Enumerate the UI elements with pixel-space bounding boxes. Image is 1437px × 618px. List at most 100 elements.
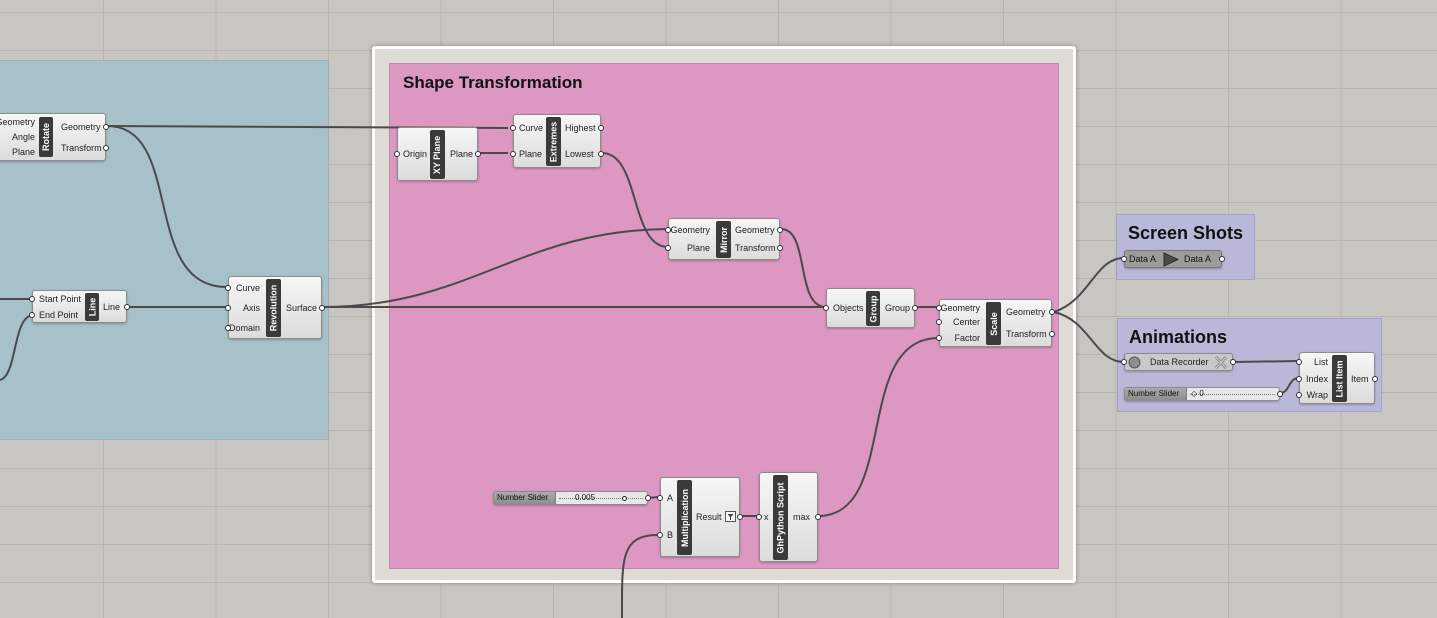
slider-knob[interactable] <box>622 496 628 501</box>
clear-x-icon[interactable] <box>1214 355 1228 370</box>
revolution-input-axis-port[interactable] <box>225 305 231 311</box>
mirror-output-transform-port[interactable] <box>777 245 783 251</box>
xy-plane-component[interactable]: Origin XY Plane Plane <box>394 127 481 181</box>
extremes-output-highest: Highest <box>565 123 596 133</box>
mirror-input-plane: Plane <box>686 243 710 253</box>
ghpython-output-port[interactable] <box>815 514 821 520</box>
data-dam-component[interactable]: Data A Data A <box>1121 250 1225 268</box>
extremes-input-plane-port[interactable] <box>510 151 516 157</box>
rotate-name: Rotate <box>39 117 53 157</box>
revolution-input-domain: Domain <box>228 323 260 333</box>
scale-input-center-port[interactable] <box>936 319 942 325</box>
xy-plane-name: XY Plane <box>430 130 445 179</box>
data-recorder-label: Data Recorder <box>1150 357 1209 367</box>
group-name: Group <box>866 291 880 326</box>
ghpython-name: GhPython Script <box>773 475 788 560</box>
slider-index-track[interactable] <box>1190 394 1275 396</box>
slider-index-output-port[interactable] <box>1277 391 1283 397</box>
extremes-input-curve: Curve <box>519 123 544 133</box>
group-title-shape-transformation: Shape Transformation <box>403 73 583 92</box>
group-screen-shots[interactable]: Screen Shots <box>1116 214 1255 280</box>
slider-track[interactable] <box>559 498 643 500</box>
revolution-input-axis: Axis <box>242 303 260 313</box>
data-recorder-input-port[interactable] <box>1121 359 1127 365</box>
data-recorder-output-port[interactable] <box>1230 359 1236 365</box>
rotate-component[interactable]: Geometry Angle Plane Rotate Geometry Tra… <box>0 113 109 161</box>
list-item-input-wrap-port[interactable] <box>1296 392 1302 398</box>
list-item-input-index-port[interactable] <box>1296 376 1302 382</box>
data-dam-input-port[interactable] <box>1121 256 1127 262</box>
xy-plane-input-origin-port[interactable] <box>394 151 400 157</box>
record-circle-icon[interactable] <box>1128 356 1141 369</box>
data-dam-output-port[interactable] <box>1219 256 1225 262</box>
line-component[interactable]: Start Point End Point Line Line <box>29 290 130 323</box>
mirror-input-geometry: Geometry <box>670 225 710 235</box>
list-item-input-index: Index <box>1305 374 1328 384</box>
multiplication-component[interactable]: A B Multiplication Result <box>657 477 743 557</box>
mirror-name: Mirror <box>716 221 731 258</box>
rotate-output-transform: Transform <box>61 143 102 153</box>
rotate-input-geometry: Geometry <box>0 117 35 127</box>
xy-plane-output-port[interactable] <box>475 151 481 157</box>
line-input-start-point: Start Point <box>39 294 82 304</box>
group-title-animations: Animations <box>1129 327 1228 347</box>
multiplication-input-a: A <box>667 493 674 503</box>
group-output-port[interactable] <box>912 305 918 311</box>
list-item-input-list-port[interactable] <box>1296 359 1302 365</box>
extremes-component[interactable]: Curve Plane Extremes Highest Lowest <box>510 114 604 168</box>
list-item-name: List Item <box>1332 355 1347 402</box>
extremes-name: Extremes <box>546 117 561 166</box>
rotate-output-transform-port[interactable] <box>103 145 109 151</box>
rotate-input-plane: Plane <box>11 147 35 157</box>
scale-output-geometry-port[interactable] <box>1049 309 1055 315</box>
scale-input-geometry-port[interactable] <box>936 305 942 311</box>
scale-input-factor-port[interactable] <box>936 335 942 341</box>
multiplication-output-port[interactable] <box>737 514 743 520</box>
mirror-input-plane-port[interactable] <box>665 245 671 251</box>
number-slider-index[interactable]: Number Slider ◇ 0 <box>1124 387 1283 401</box>
mirror-output-geometry-port[interactable] <box>777 227 783 233</box>
data-dam-output: Data A <box>1184 254 1212 264</box>
play-triangle-icon[interactable] <box>1162 252 1180 267</box>
list-item-output-item: Item <box>1351 374 1369 384</box>
list-item-component[interactable]: List Index Wrap List Item Item <box>1296 352 1378 404</box>
revolution-input-curve: Curve <box>235 283 260 293</box>
extremes-output-lowest-port[interactable] <box>598 151 604 157</box>
list-item-output-port[interactable] <box>1372 376 1378 382</box>
revolution-component[interactable]: Curve Axis Domain Revolution Surface <box>225 276 325 339</box>
funnel-icon[interactable] <box>725 511 736 522</box>
multiplication-input-b: B <box>667 530 674 540</box>
rotate-output-geometry-port[interactable] <box>103 124 109 130</box>
revolution-output-port[interactable] <box>319 305 325 311</box>
multiplication-input-b-port[interactable] <box>657 532 663 538</box>
scale-input-center: Center <box>952 317 980 327</box>
extremes-input-curve-port[interactable] <box>510 125 516 131</box>
data-recorder-component[interactable]: Data Recorder <box>1121 353 1236 371</box>
mirror-input-geometry-port[interactable] <box>665 227 671 233</box>
multiplication-name: Multiplication <box>677 480 692 555</box>
extremes-output-highest-port[interactable] <box>598 125 604 131</box>
line-output-port[interactable] <box>124 304 130 310</box>
line-input-end-port[interactable] <box>29 312 35 318</box>
multiplication-input-a-port[interactable] <box>657 495 663 501</box>
scale-component[interactable]: Geometry Center Factor Scale Geometry Tr… <box>936 299 1055 347</box>
line-name: Line <box>85 293 99 321</box>
list-item-input-list: List <box>1313 357 1328 367</box>
slider-name: Number Slider <box>494 492 556 504</box>
ghpython-component[interactable]: x GhPython Script max <box>756 472 821 562</box>
group-input-objects-port[interactable] <box>823 305 829 311</box>
scale-output-transform-port[interactable] <box>1049 331 1055 337</box>
revolution-input-domain-port[interactable] <box>225 325 231 331</box>
extremes-output-lowest: Lowest <box>565 149 594 159</box>
group-component[interactable]: Objects Group Group <box>823 288 918 328</box>
line-output-line: Line <box>103 302 121 312</box>
number-slider-scale-factor[interactable]: Number Slider 0.005 <box>493 491 651 505</box>
slider-output-port[interactable] <box>645 495 651 501</box>
mirror-output-transform: Transform <box>735 243 776 253</box>
group-input-objects: Objects <box>833 303 864 313</box>
line-input-start-port[interactable] <box>29 296 35 302</box>
mirror-component[interactable]: Geometry Plane Mirror Geometry Transform <box>665 218 783 260</box>
revolution-input-curve-port[interactable] <box>225 285 231 291</box>
ghpython-input-x-port[interactable] <box>756 514 762 520</box>
slider-index-value: ◇ 0 <box>1191 389 1204 398</box>
